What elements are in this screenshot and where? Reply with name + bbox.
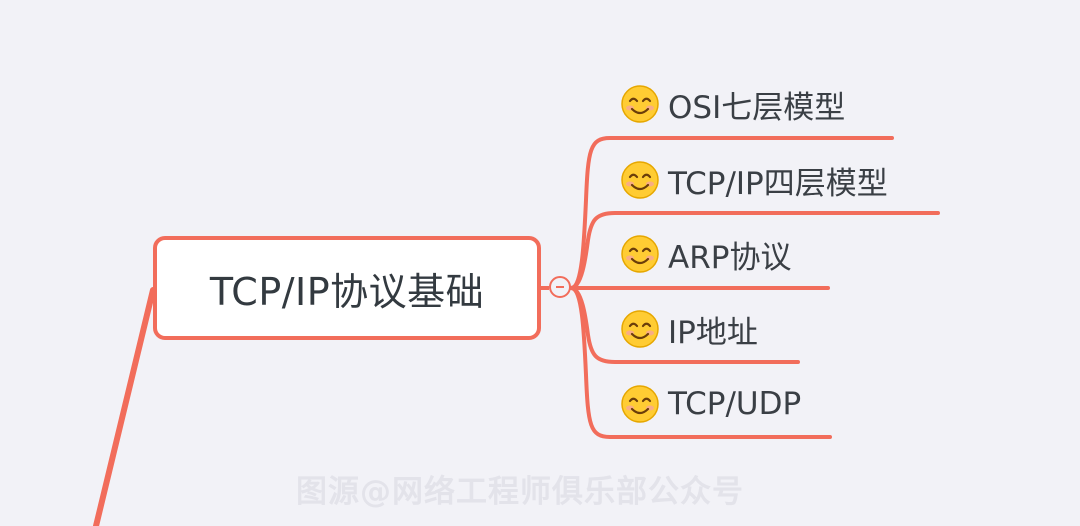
watermark-text: 图源@网络工程师俱乐部公众号 bbox=[296, 474, 744, 510]
branch-connector-tcpip bbox=[569, 211, 940, 290]
parent-connector bbox=[93, 287, 156, 526]
minus-icon bbox=[556, 286, 564, 288]
branch-node-arp[interactable]: ARP协议 bbox=[620, 232, 791, 276]
smile-emoji-icon bbox=[621, 85, 659, 123]
branch-node-ip[interactable]: IP地址 bbox=[620, 307, 758, 351]
branch-node-tcpudp[interactable]: TCP/UDP bbox=[620, 382, 801, 426]
branch-label-osi: OSI七层模型 bbox=[668, 89, 846, 126]
branch-connector-tcpudp bbox=[569, 286, 832, 439]
smile-emoji-icon bbox=[621, 161, 659, 199]
collapse-toggle-button[interactable] bbox=[549, 276, 571, 298]
branch-node-osi[interactable]: OSI七层模型 bbox=[620, 82, 845, 126]
smile-emoji-icon bbox=[621, 310, 659, 348]
branch-label-arp: ARP协议 bbox=[668, 239, 792, 276]
smile-emoji-icon bbox=[621, 235, 659, 273]
branch-label-tcpip: TCP/IP四层模型 bbox=[668, 165, 888, 202]
central-topic-node[interactable]: TCP/IP协议基础 bbox=[153, 236, 541, 340]
branch-label-tcpudp: TCP/UDP bbox=[668, 386, 802, 422]
branch-label-ip: IP地址 bbox=[668, 314, 758, 351]
central-topic-title: TCP/IP协议基础 bbox=[209, 269, 485, 314]
branch-node-tcpip[interactable]: TCP/IP四层模型 bbox=[620, 158, 888, 202]
smile-emoji-icon bbox=[621, 385, 659, 423]
